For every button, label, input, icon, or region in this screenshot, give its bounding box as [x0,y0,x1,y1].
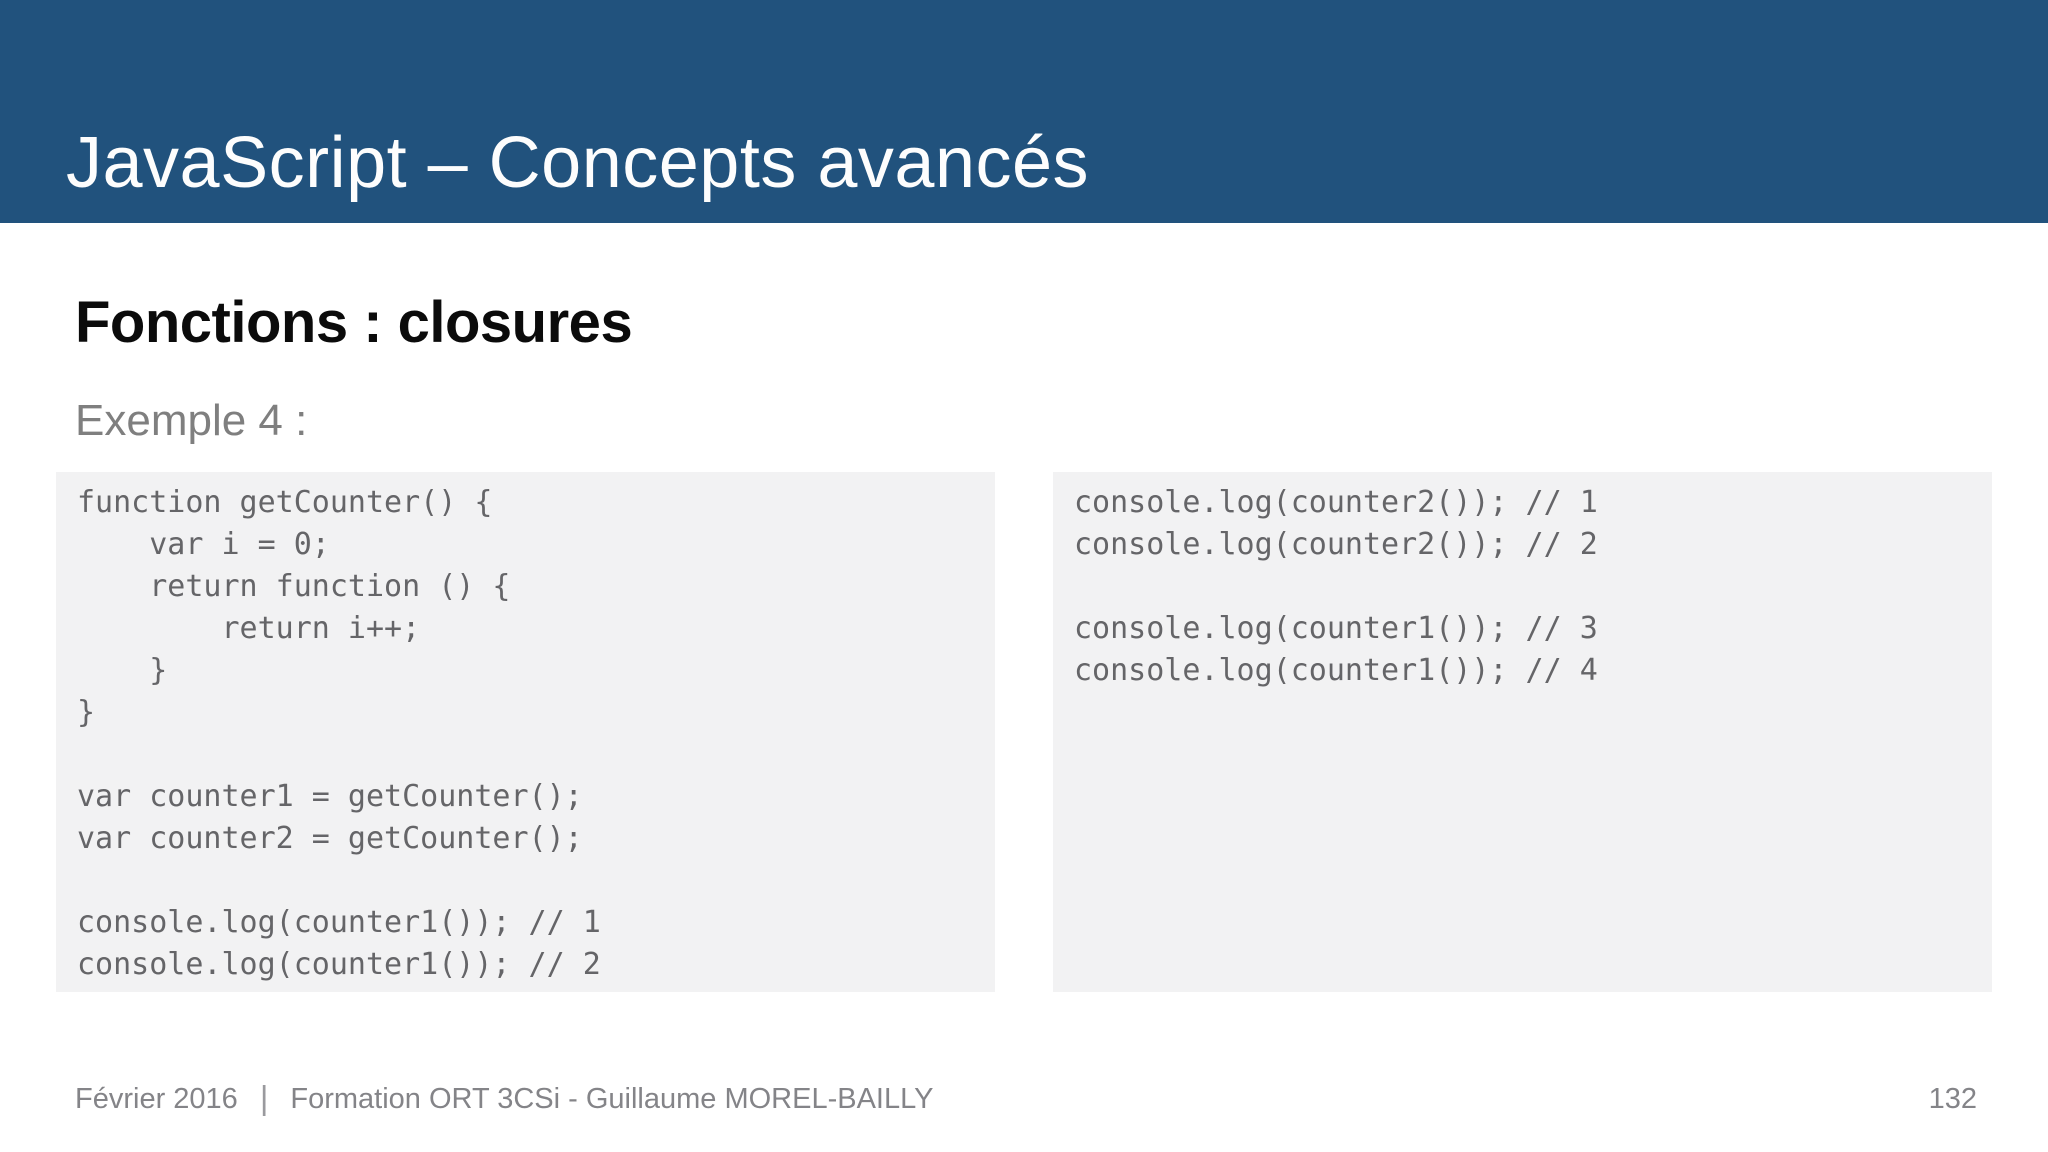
code-block-right: console.log(counter2()); // 1 console.lo… [1053,472,1992,992]
code-row: function getCounter() { var i = 0; retur… [56,472,1992,992]
footer-separator: | [259,1079,269,1116]
section-title: Fonctions : closures [75,290,633,355]
footer-left: Février 2016 | Formation ORT 3CSi - Guilla… [75,1078,933,1116]
slide-body: Fonctions : closures Exemple 4 : functio… [0,289,2048,992]
example-label: Exemple 4 : [75,396,308,445]
slide-footer: Février 2016 | Formation ORT 3CSi - Guilla… [75,1078,1977,1116]
footer-date: Février 2016 [75,1083,238,1115]
slide-header-band: JavaScript – Concepts avancés [0,0,2048,223]
page-number: 132 [1928,1083,1977,1115]
footer-course: Formation ORT 3CSi - Guillaume MOREL-BAI… [290,1083,934,1115]
code-block-left: function getCounter() { var i = 0; retur… [56,472,995,992]
slide-title: JavaScript – Concepts avancés [66,123,1090,203]
